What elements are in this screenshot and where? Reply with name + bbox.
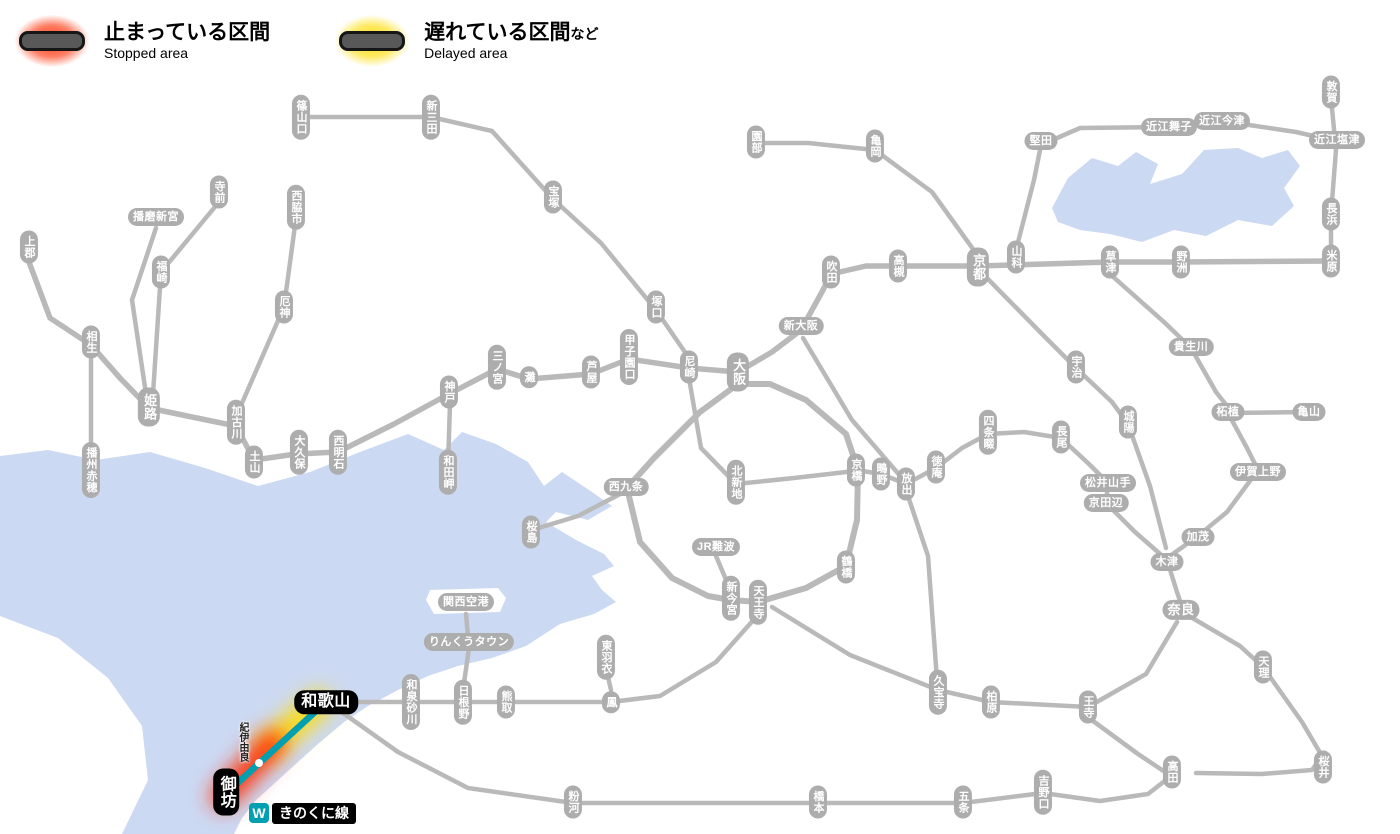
legend-delayed-sublabel: Delayed area (424, 45, 508, 62)
rail-line-yamatoji-line (769, 604, 1180, 710)
rail-line-kusatsu-line (1107, 271, 1230, 409)
rail-line-hanwa-line (347, 613, 760, 705)
rail-line-sagano-line (753, 140, 981, 259)
rail-line-kansai-line (1167, 409, 1312, 559)
rail-line-hagoromo-branch (603, 665, 614, 693)
rail-line-hokuriku-line (1328, 95, 1339, 264)
rail-line-osaka-loop-line (624, 381, 861, 605)
legend-delayed-suffix: など (570, 25, 599, 42)
station-label-kii-yura: 紀伊由良 (237, 722, 248, 762)
legend-stopped-sublabel: Stopped area (104, 45, 189, 62)
kinokuni-line-name: きのくに線 (272, 803, 356, 824)
legend-delayed-text: 遅れている区間など Delayed area (424, 21, 598, 61)
jr-west-w-icon: W (249, 803, 269, 824)
stopped-line-swatch (19, 31, 85, 51)
legend: 止まっている区間 Stopped area 遅れている区間など Delayed … (2, 6, 598, 76)
rail-line-kakogawa-line (236, 215, 299, 413)
rail-line-kosei-line (1013, 118, 1338, 253)
kinokuni-line-badge: W きのくに線 (249, 803, 356, 824)
legend-item-delayed: 遅れている区間など Delayed area (322, 6, 598, 76)
kii-yura-station-dot (255, 759, 263, 767)
legend-stopped-text: 止まっている区間 Stopped area (104, 21, 270, 61)
legend-delayed-label: 遅れている区間など (424, 20, 599, 44)
rail-line-bantan-line (150, 199, 222, 397)
legend-item-stopped: 止まっている区間 Stopped area (2, 6, 270, 76)
rail-line-namba-branch (713, 553, 734, 593)
rail-line-nara-kizu-link (1164, 557, 1184, 607)
rail-line-fukuchiyama-line (298, 114, 692, 361)
rail-line-wadamisaki-line (445, 401, 453, 469)
rail-line-nara-line (980, 271, 1169, 551)
rail-line-osaka-higashi-line (800, 335, 940, 683)
rail-line-wakayama-line (340, 710, 1174, 806)
delayed-line-swatch (339, 31, 406, 51)
rail-line-kyoto-biwako-line (735, 258, 1334, 375)
kinokuni-line-segment (226, 708, 319, 794)
rail-line-sakurai-line (1186, 613, 1325, 777)
rail-line-gakkentoshi-line (853, 429, 1170, 563)
rail-line-kishin-line (129, 225, 159, 397)
delayed-glow-swatch (322, 6, 423, 76)
stopped-glow-swatch (2, 6, 102, 76)
rail-line-sakurajima-line (529, 489, 627, 533)
legend-stopped-label: 止まっている区間 (104, 20, 271, 44)
rail-line-tozai-line (686, 375, 858, 487)
